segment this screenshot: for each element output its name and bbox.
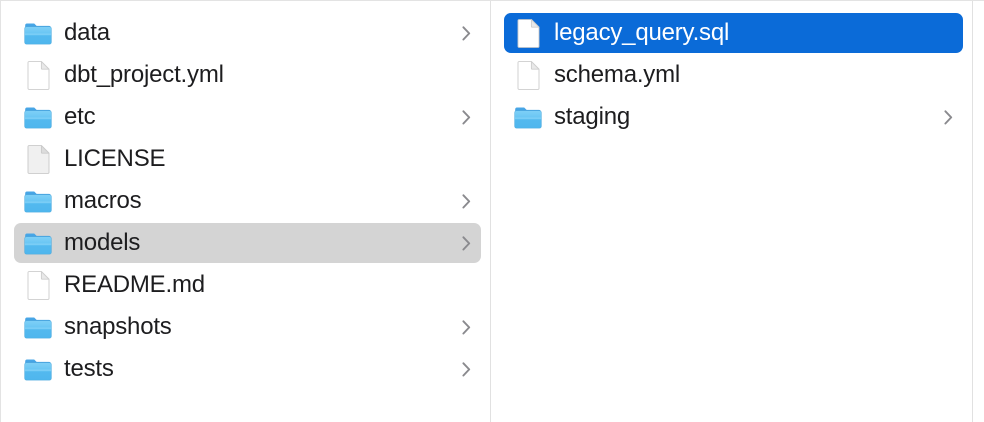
file-row-legacy-query-sql[interactable]: legacy_query.sql xyxy=(504,13,963,53)
document-icon xyxy=(514,60,542,90)
folder-icon-svg xyxy=(514,107,542,129)
chevron-right-icon-svg xyxy=(461,193,470,208)
folder-icon-svg xyxy=(24,233,52,255)
item-label: README.md xyxy=(64,271,205,298)
folder-icon-svg xyxy=(24,23,52,45)
folder-icon-svg xyxy=(24,191,52,213)
document-icon-svg xyxy=(27,60,49,90)
file-row-readme-md[interactable]: README.md xyxy=(14,265,481,305)
folder-row-data[interactable]: data xyxy=(14,13,481,53)
item-label: etc xyxy=(64,103,96,130)
folder-icon xyxy=(514,102,542,132)
chevron-right-icon[interactable] xyxy=(457,358,475,380)
item-label: legacy_query.sql xyxy=(554,19,730,46)
folder-icon xyxy=(24,228,52,258)
item-label: staging xyxy=(554,103,630,130)
item-label: data xyxy=(64,19,110,46)
item-label: snapshots xyxy=(64,313,172,340)
document-icon-svg xyxy=(517,60,539,90)
chevron-right-icon-svg xyxy=(461,25,470,40)
folder-icon-svg xyxy=(24,317,52,339)
folder-row-macros[interactable]: macros xyxy=(14,181,481,221)
item-label: macros xyxy=(64,187,142,214)
chevron-right-icon-svg xyxy=(461,319,470,334)
document-icon-svg xyxy=(27,144,49,174)
item-label: models xyxy=(64,229,141,256)
folder-icon xyxy=(24,186,52,216)
folder-row-models[interactable]: models xyxy=(14,223,481,263)
chevron-right-icon-svg xyxy=(461,109,470,124)
item-label: tests xyxy=(64,355,114,382)
document-icon-svg xyxy=(27,270,49,300)
document-icon-svg xyxy=(517,18,539,48)
chevron-right-icon[interactable] xyxy=(457,316,475,338)
chevron-right-icon[interactable] xyxy=(457,106,475,128)
folder-icon-svg xyxy=(24,359,52,381)
item-label: schema.yml xyxy=(554,61,681,88)
chevron-right-icon[interactable] xyxy=(457,22,475,44)
chevron-right-icon-svg xyxy=(461,361,470,376)
column-2: legacy_query.sql schema.yml staging xyxy=(491,1,973,422)
chevron-right-icon[interactable] xyxy=(457,190,475,212)
file-row-schema-yml[interactable]: schema.yml xyxy=(504,55,963,95)
chevron-right-icon[interactable] xyxy=(457,232,475,254)
folder-icon xyxy=(24,18,52,48)
chevron-right-icon-svg xyxy=(943,109,952,124)
folder-row-staging[interactable]: staging xyxy=(504,97,963,137)
file-row-license[interactable]: LICENSE xyxy=(14,139,481,179)
item-label: LICENSE xyxy=(64,145,166,172)
column-1: data dbt_project.yml etc LICENSE xyxy=(1,1,491,422)
folder-row-tests[interactable]: tests xyxy=(14,349,481,389)
folder-icon xyxy=(24,102,52,132)
folder-row-etc[interactable]: etc xyxy=(14,97,481,137)
folder-icon xyxy=(24,354,52,384)
document-icon xyxy=(24,270,52,300)
folder-icon-svg xyxy=(24,107,52,129)
document-plain-icon xyxy=(24,144,52,174)
item-label: dbt_project.yml xyxy=(64,61,224,88)
file-row-dbt-project-yml[interactable]: dbt_project.yml xyxy=(14,55,481,95)
chevron-right-icon-svg xyxy=(461,235,470,250)
chevron-right-icon[interactable] xyxy=(939,106,957,128)
folder-icon xyxy=(24,312,52,342)
document-icon xyxy=(514,18,542,48)
document-icon xyxy=(24,60,52,90)
folder-row-snapshots[interactable]: snapshots xyxy=(14,307,481,347)
